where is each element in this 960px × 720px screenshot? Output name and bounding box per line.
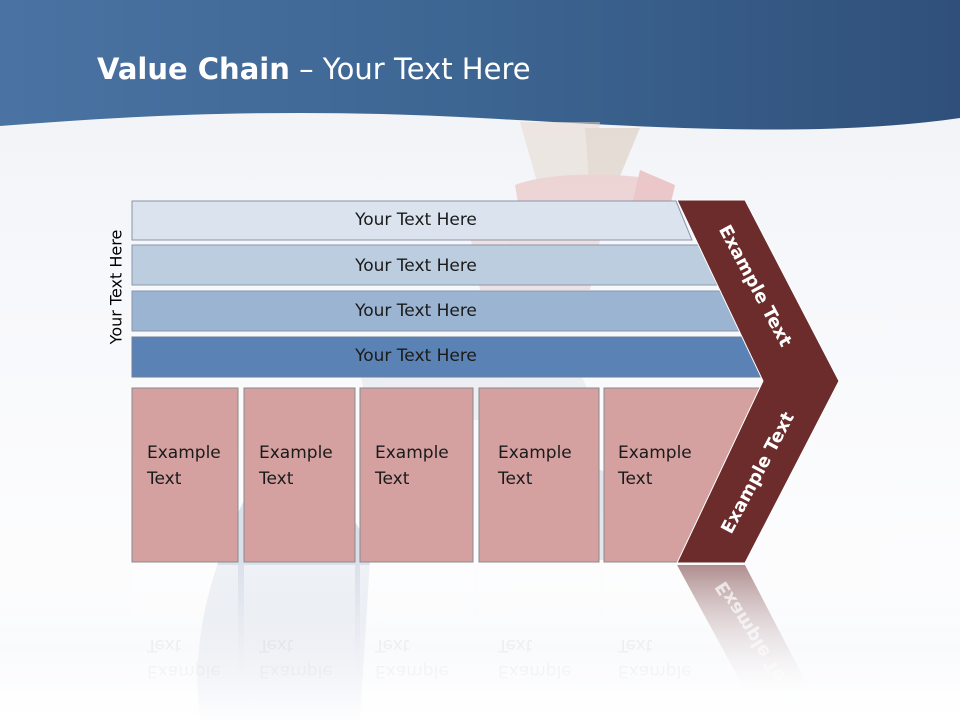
box-2-line2: Text <box>259 469 294 489</box>
box-4-line1: Example <box>498 443 572 463</box>
box-1-line1: Example <box>147 443 221 463</box>
slide-title: Value Chain – Your Text Here <box>97 52 531 86</box>
title-bold: Value Chain <box>97 52 290 86</box>
bar-1-label: Your Text Here <box>355 210 477 230</box>
box-3-shape <box>359 387 474 563</box>
box-4-line2: Text <box>498 469 533 489</box>
bar-2-label: Your Text Here <box>355 256 477 276</box>
box-3-line2: Text <box>375 469 410 489</box>
header-band <box>0 0 960 130</box>
bar-3-label: Your Text Here <box>355 301 477 321</box>
box-5-line2: Text <box>618 469 653 489</box>
reflection-fade <box>0 560 960 720</box>
box-1-line2: Text <box>147 469 182 489</box>
box-2-line1: Example <box>259 443 333 463</box>
box-4-shape <box>478 387 600 563</box>
box-3-line1: Example <box>375 443 449 463</box>
bar-1-shape <box>131 200 693 241</box>
box-5-line1: Example <box>618 443 692 463</box>
bar-4-label: Your Text Here <box>355 346 477 366</box>
box-1-shape <box>131 387 239 563</box>
box-2-shape <box>243 387 356 563</box>
title-rest: – Your Text Here <box>289 52 531 86</box>
